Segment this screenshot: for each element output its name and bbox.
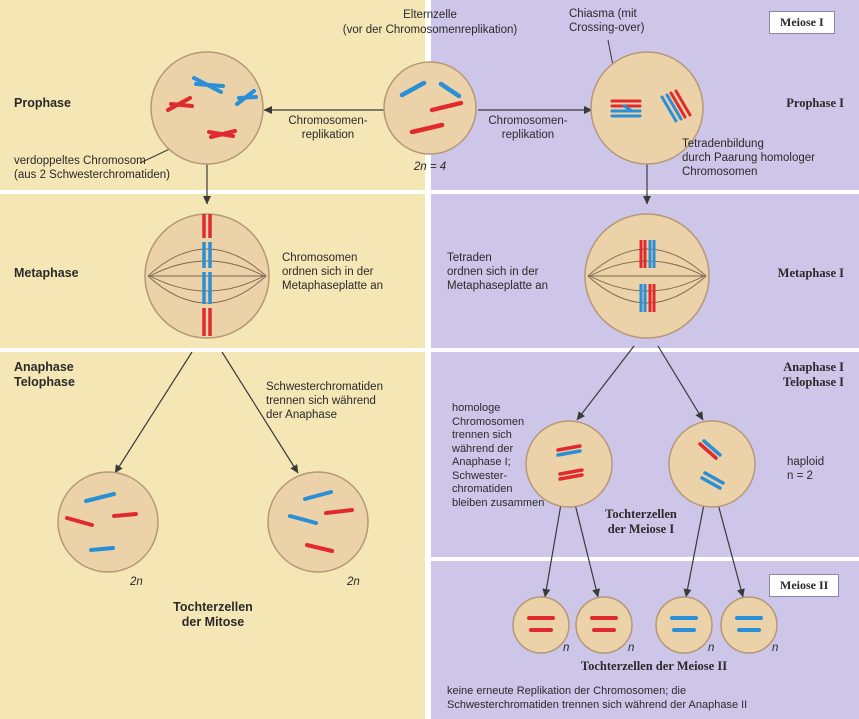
arrow-mitosis-metaphase-to-daughter-left <box>114 351 193 474</box>
meiosis1-daughter-cells-label: Tochterzellen der Meiose I <box>605 507 677 536</box>
meiosis-phase-prophase1: Prophase I <box>786 96 844 110</box>
mitosis-daughter-ploidy-right: 2n <box>347 576 360 588</box>
duplicated-chromosome <box>235 89 258 106</box>
meiosis2-ploidy-2: n <box>628 642 635 654</box>
tetrad <box>639 284 656 312</box>
parent-cell-subtitle: (vor der Chromosomenreplikation) <box>342 24 518 36</box>
mitosis-anaphase-note: Schwesterchromatiden trennen sich währen… <box>266 381 383 421</box>
arrows <box>114 39 745 598</box>
meiosis-panel-anaphase <box>431 352 859 557</box>
tetrad <box>639 240 656 268</box>
tetrad-note: Tetradenbildung durch Paarung homologer … <box>682 138 815 178</box>
tetrad <box>660 89 692 123</box>
chromosome <box>324 508 354 515</box>
arrow-meiosis1-to-meiosis2-a <box>542 503 562 598</box>
meiosis-spindle <box>587 248 707 304</box>
chromosome <box>429 100 464 113</box>
mitosis-phase-metaphase: Metaphase <box>14 266 79 280</box>
duplicated-chromosome <box>207 129 237 139</box>
meiosis-metaphase-tetrads <box>639 240 656 312</box>
chromosome <box>409 122 445 135</box>
homolog-note: homologe Chromosomen trennen sich währen… <box>452 402 545 509</box>
arrow-meiosis1-to-meiosis2-d <box>717 503 745 598</box>
duplicated-chromosome-note: verdoppeltes Chromosom (aus 2 Schwesterc… <box>14 155 170 181</box>
mitosis-spindle <box>147 248 267 304</box>
mitosis-daughter-cells-label: Tochterzellen der Mitose <box>173 600 253 629</box>
duplicated-chromosome <box>202 272 212 304</box>
meiosis1-daughter-cell-left <box>525 420 613 508</box>
chromosome <box>89 546 115 552</box>
duplicated-chromosome <box>202 214 212 238</box>
duplicated-chromosome <box>558 468 584 481</box>
mitosis-daughter-chromosomes <box>65 490 354 553</box>
chromosome <box>305 543 334 553</box>
duplicated-chromosome <box>166 96 194 112</box>
duplicated-chromosome <box>698 439 722 460</box>
arrow-mitosis-metaphase-to-daughter-right <box>221 351 299 474</box>
arrow-meiosis-metaphase-to-daughter1-right <box>657 345 704 421</box>
chromosome <box>399 80 427 98</box>
meiosis2-ploidy-3: n <box>708 642 715 654</box>
parent-chromosomes <box>399 80 464 135</box>
mitosis-metaphase-chromosomes <box>202 214 212 336</box>
chromosome <box>112 512 138 518</box>
arrow-meiosis1-to-meiosis2-b <box>574 503 600 598</box>
cells <box>57 51 778 654</box>
arrow-meiosis1-to-meiosis2-c <box>683 503 705 598</box>
duplicated-chromosome <box>700 471 725 490</box>
tetrad <box>610 99 642 118</box>
chromosome <box>438 81 462 99</box>
meiosis2-ploidy-4: n <box>772 642 779 654</box>
meiosis-prophase-tetrads <box>610 89 692 123</box>
parent-cell-title: Elternzelle <box>403 9 457 21</box>
meiosis1-daughter-cell-right <box>668 420 756 508</box>
meiosis1-daughter-chromosomes <box>556 439 725 490</box>
meiosis2-footer-note: keine erneute Replikation der Chromosome… <box>447 685 748 711</box>
replication-label-right: Chromosomen- replikation <box>488 115 568 141</box>
meiosis2-daughter-chromosomes <box>527 616 763 632</box>
meiosis2-daughter-cells-label: Tochterzellen der Meiose II <box>580 659 728 673</box>
duplicated-chromosome <box>556 444 582 457</box>
chiasma-note: Chiasma (mit Crossing-over) <box>569 8 645 34</box>
duplicated-chromosome <box>192 76 225 94</box>
arrow-meiosis-metaphase-to-daughter1-left <box>576 345 635 421</box>
mitosis-phase-prophase: Prophase <box>14 96 71 110</box>
mitosis-daughter-ploidy-left: 2n <box>130 576 143 588</box>
meiosis2-ploidy-1: n <box>563 642 570 654</box>
mitosis-prophase-chromosomes <box>166 76 258 139</box>
mitosis-phase-anaphase-telophase: Anaphase Telophase <box>14 360 75 389</box>
duplicated-chromosome <box>202 308 212 336</box>
parent-cell <box>383 61 477 155</box>
meiosis-phase-metaphase1: Metaphase I <box>777 266 844 280</box>
meiosis2-daughter-cell-1 <box>512 596 570 654</box>
chromosome <box>84 492 116 503</box>
duplicated-chromosome <box>202 242 212 268</box>
chromosome <box>303 490 333 501</box>
meiosis-phase-anaphase1-telophase1: Anaphase I Telophase I <box>782 360 844 389</box>
replication-label-left: Chromosomen- replikation <box>288 115 368 141</box>
meiosis2-daughter-cell-3 <box>655 596 713 654</box>
chromosome <box>65 516 94 527</box>
mitosis-daughter-cell-left <box>57 471 159 573</box>
tetrad-metaphase-note: Tetraden ordnen sich in der Metaphasepla… <box>447 252 549 292</box>
parent-cell-ploidy: 2n = 4 <box>413 161 447 173</box>
meiosis-prophase-cell <box>590 51 704 165</box>
spindles <box>147 248 707 304</box>
chromosome <box>288 514 318 525</box>
mitosis-daughter-cell-right <box>267 471 369 573</box>
haploid-note: haploid n = 2 <box>787 456 825 482</box>
meiosis2-header: Meiose II <box>769 574 840 597</box>
meiosis1-header: Meiose I <box>769 11 835 34</box>
meiosis2-daughter-cell-2 <box>575 596 633 654</box>
meiosis2-daughter-cell-4 <box>720 596 778 654</box>
mitosis-metaphase-note: Chromosomen ordnen sich in der Metaphase… <box>282 252 384 292</box>
